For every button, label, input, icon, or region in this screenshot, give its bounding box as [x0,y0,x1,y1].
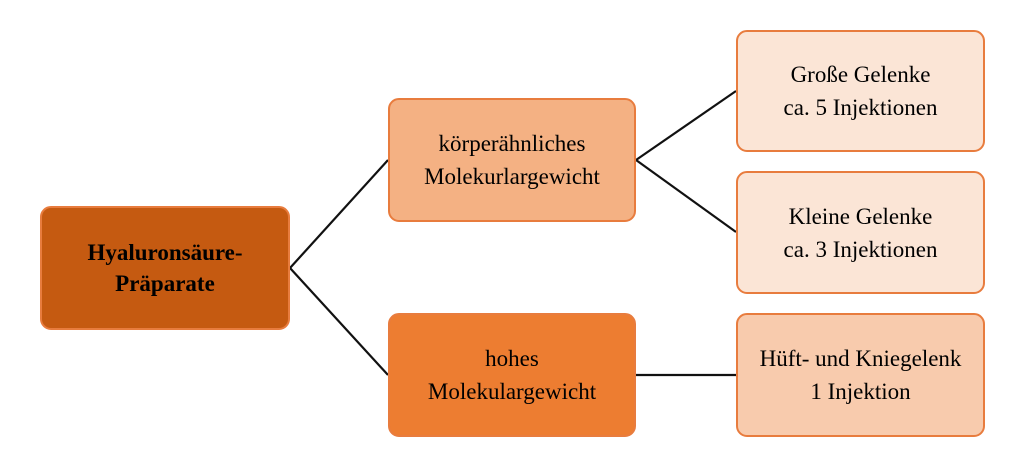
root-node-line-2: Präparate [115,271,215,296]
leaf-3-line-2: 1 Injektion [810,379,911,404]
leaf-3-line-1: Hüft- und Kniegelenk [759,346,962,371]
connector-root-to-branch-2 [289,267,389,376]
leaf-node-hueft-und-kniegelenk: Hüft- und Kniegelenk 1 Injektion [736,313,985,437]
connector-root-to-branch-1 [289,159,389,269]
branch-2-line-2: Molekulargewicht [427,379,597,404]
root-node-line-1: Hyaluronsäure- [87,240,243,265]
leaf-1-line-2: ca. 5 Injektionen [783,95,938,120]
branch-1-line-1: körperähnliches [438,131,586,156]
branch-2-line-1: hohes [485,346,539,371]
leaf-node-grosse-gelenke: Große Gelenke ca. 5 Injektionen [736,30,985,152]
connector-branch-1-to-leaf-1 [635,90,737,161]
branch-node-hohes-molekulargewicht: hohes Molekulargewicht [388,313,636,437]
leaf-2-line-1: Kleine Gelenke [788,203,933,229]
leaf-1-line-1: Große Gelenke [790,62,931,87]
root-node-hyaluronsaeure-praeparate: Hyaluronsäure- Präparate [40,206,290,330]
connector-branch-1-to-leaf-2 [635,159,737,233]
leaf-node-kleine-gelenke: Kleine Gelenke ca. 3 Injektionen [736,171,985,294]
branch-node-koerperaehnliches-molekulargewicht: körperähnliches Molekurlargewicht [388,98,636,222]
leaf-2-line-2: ca. 3 Injektionen [783,236,938,262]
branch-1-line-2: Molekurlargewicht [424,164,600,189]
